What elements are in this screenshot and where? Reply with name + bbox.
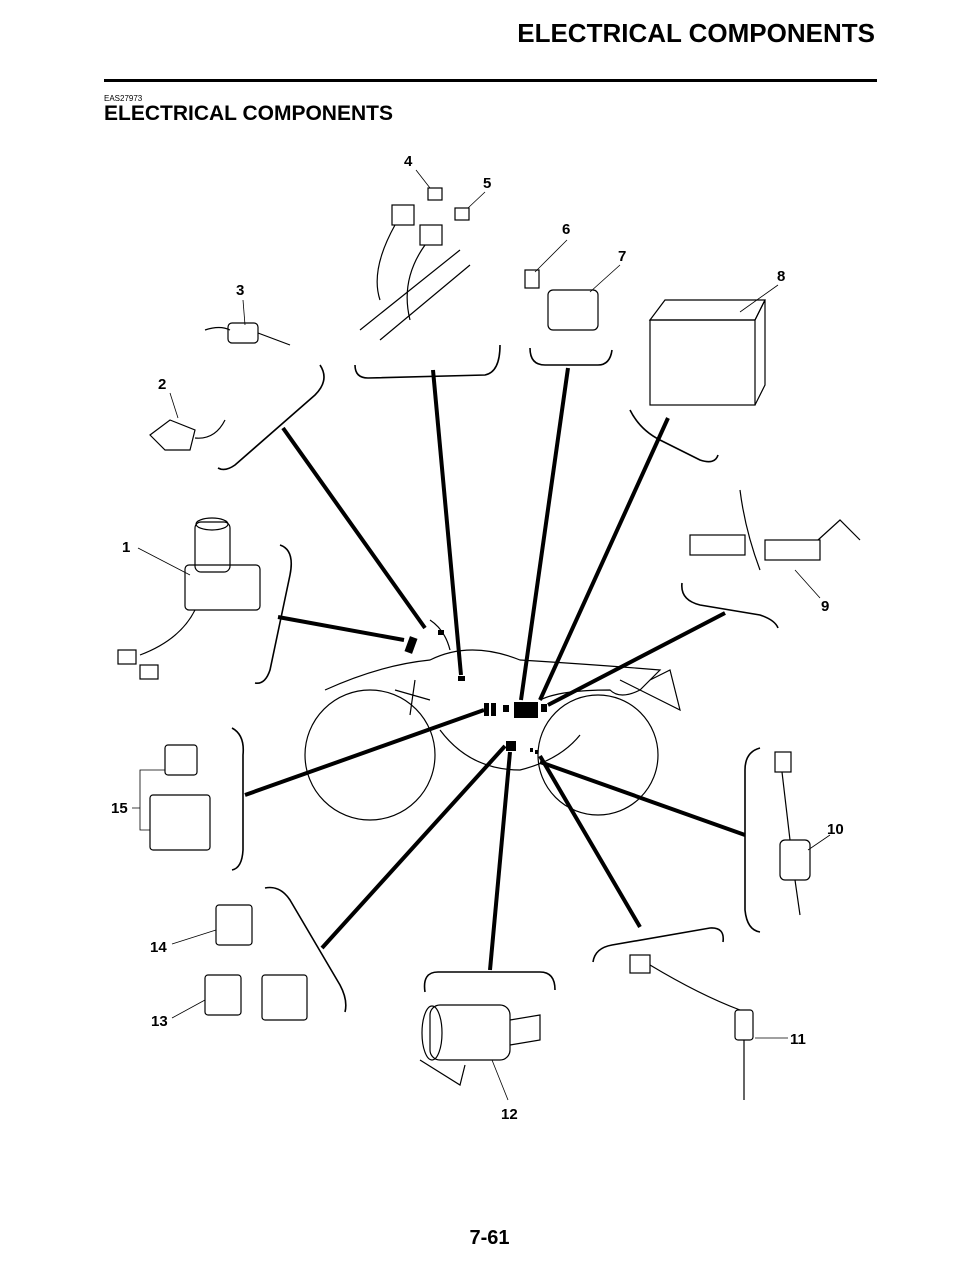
callout-13: 13 [151,1013,168,1030]
component-sketches [117,187,861,1100]
main-switch-sketch [117,517,261,680]
callout-15: 15 [111,800,128,817]
fuse-boxes-sketch [689,489,861,571]
relays-13-14-sketch [204,904,308,1021]
running-header: ELECTRICAL COMPONENTS [517,18,875,48]
callout-12: 12 [501,1106,518,1123]
callout-14: 14 [150,939,167,956]
header-rule [104,79,877,82]
callout-9: 9 [821,598,829,615]
callout-8: 8 [777,268,785,285]
relay-15-sketch [149,744,211,851]
location-marks [404,630,547,754]
callout-11: 11 [790,1031,806,1048]
callout-2: 2 [158,376,166,393]
callout-6: 6 [562,221,570,238]
starter-motor-sketch [419,1004,541,1086]
battery-sketch [648,299,766,406]
callout-1: 1 [122,539,130,556]
page-number: 7-61 [469,1227,510,1249]
relays-4-5-sketch [359,187,471,341]
callout-5: 5 [483,175,491,192]
motorcycle-outline [304,619,681,821]
leader-lines [244,367,746,971]
sensor-11-sketch [629,954,754,1100]
sensor-2-sketch [149,419,226,451]
callout-pointers [132,169,831,1101]
switch-3-sketch [204,322,291,346]
callout-7: 7 [618,248,626,265]
callout-3: 3 [236,282,244,299]
group-brackets [217,344,779,1013]
sensor-10-sketch [774,751,811,916]
section-code: EAS27973 [104,94,143,103]
section-title: ELECTRICAL COMPONENTS [104,102,393,125]
callout-numbers: 1 2 3 4 5 6 7 8 9 10 11 12 13 14 15 [111,153,844,1123]
callout-4: 4 [404,153,413,170]
callout-10: 10 [827,821,844,838]
relay-6-7-sketch [524,269,599,331]
